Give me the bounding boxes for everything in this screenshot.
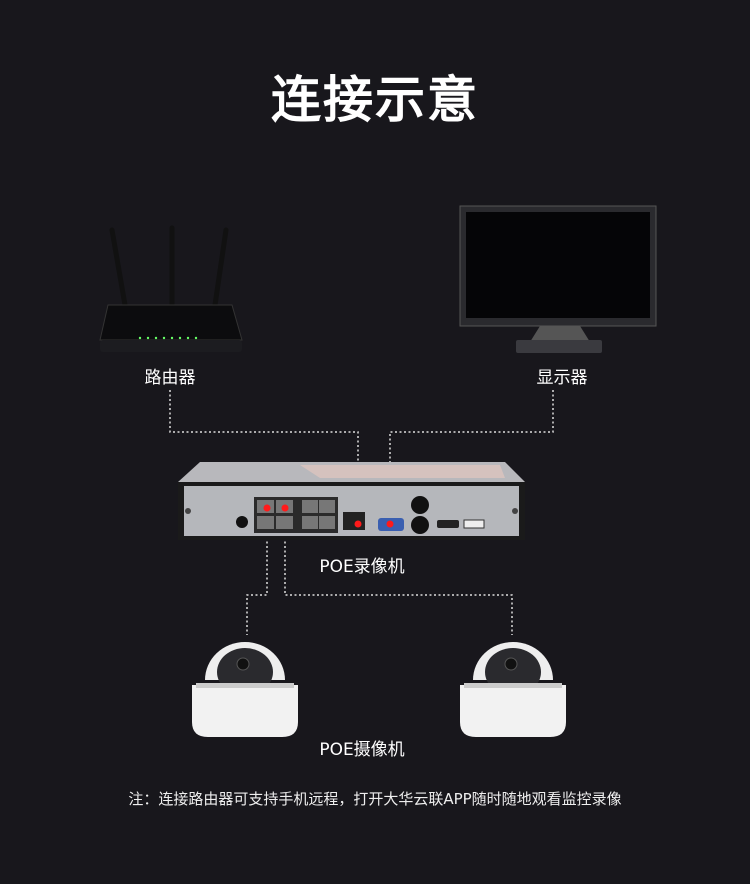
router-label: 路由器 (144, 368, 196, 388)
camera-right-cable (284, 528, 513, 635)
monitor-cable (389, 390, 554, 515)
footnote: 注：连接路由器可支持手机远程，打开大华云联APP随时随地观看监控录像 (128, 790, 622, 808)
page-title: 连接示意 (271, 71, 479, 129)
nvr-label: POE录像机 (319, 557, 405, 577)
cameras-label: POE摄像机 (319, 740, 405, 760)
camera-right-icon (460, 642, 566, 737)
camera-left-icon (192, 642, 298, 737)
router-icon (99, 225, 243, 352)
monitor-label: 显示器 (536, 368, 588, 388)
monitor-icon (459, 205, 657, 353)
nvr-icon (178, 462, 525, 540)
camera-left-cable (246, 528, 268, 635)
